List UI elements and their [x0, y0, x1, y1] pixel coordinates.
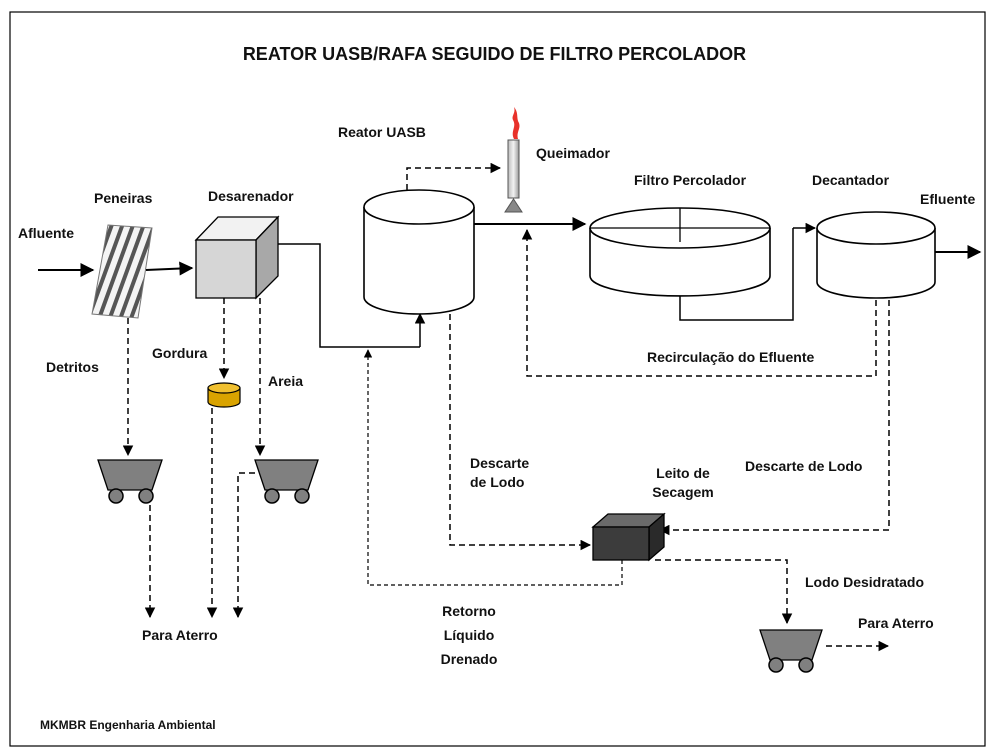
label-retorno-2: Líquido — [443, 627, 495, 643]
label-retorno-3: Drenado — [440, 651, 498, 667]
label-lodo-desidratado: Lodo Desidratado — [805, 574, 925, 590]
queimador — [504, 107, 523, 213]
peneiras-to-desarenador-arrow — [145, 261, 194, 276]
label-efluente: Efluente — [920, 191, 976, 207]
peneiras-screen — [91, 224, 153, 319]
label-reator-uasb: Reator UASB — [338, 124, 426, 140]
label-afluente: Afluente — [18, 225, 74, 241]
label-decantador: Decantador — [812, 172, 890, 188]
reator-uasb-cylinder — [363, 189, 475, 315]
flame-icon — [512, 107, 520, 139]
label-descarte-lodo-reator-1: Descarte — [470, 455, 530, 471]
label-leito-secagem-1: Leito de — [656, 465, 710, 481]
decantador-cylinder — [816, 211, 936, 299]
recirculacao-line — [521, 228, 877, 377]
biogas-line — [406, 162, 502, 190]
descarte-lodo-decantador-line — [658, 300, 890, 536]
label-descarte-lodo-decantador: Descarte de Lodo — [745, 458, 863, 474]
label-peneiras: Peneiras — [94, 190, 153, 206]
label-desarenador: Desarenador — [208, 188, 294, 204]
lodo-desidratado-line — [655, 559, 793, 625]
label-detritos: Detritos — [46, 359, 99, 375]
label-para-aterro-left: Para Aterro — [142, 627, 218, 643]
label-retorno-1: Retorno — [442, 603, 496, 619]
grease-container — [207, 382, 241, 408]
cart-detritos — [97, 459, 163, 504]
label-leito-secagem-2: Secagem — [652, 484, 714, 500]
cart-areia — [254, 459, 319, 504]
leito-secagem-cube — [591, 512, 666, 562]
desarenador-cube — [194, 215, 280, 300]
descarte-lodo-reator-line — [449, 314, 592, 551]
footer-credit: MKMBR Engenharia Ambiental — [40, 718, 216, 732]
filtro-to-decantador-line — [679, 228, 794, 321]
label-queimador: Queimador — [536, 145, 610, 161]
label-para-aterro-right: Para Aterro — [858, 615, 934, 631]
diagram-title: REATOR UASB/RAFA SEGUIDO DE FILTRO PERCO… — [242, 44, 747, 64]
filtro-percolador — [589, 207, 771, 297]
label-recirculacao: Recirculação do Efluente — [647, 349, 815, 365]
label-descarte-lodo-reator-2: de Lodo — [470, 474, 525, 490]
cart-lodo — [759, 629, 823, 673]
areia-to-aterro-arrow — [232, 472, 255, 619]
label-filtro-percolador: Filtro Percolador — [634, 172, 747, 188]
label-gordura: Gordura — [152, 345, 208, 361]
diagram-border — [9, 11, 986, 747]
desarenador-to-reator-line — [278, 243, 420, 348]
label-areia: Areia — [268, 373, 304, 389]
